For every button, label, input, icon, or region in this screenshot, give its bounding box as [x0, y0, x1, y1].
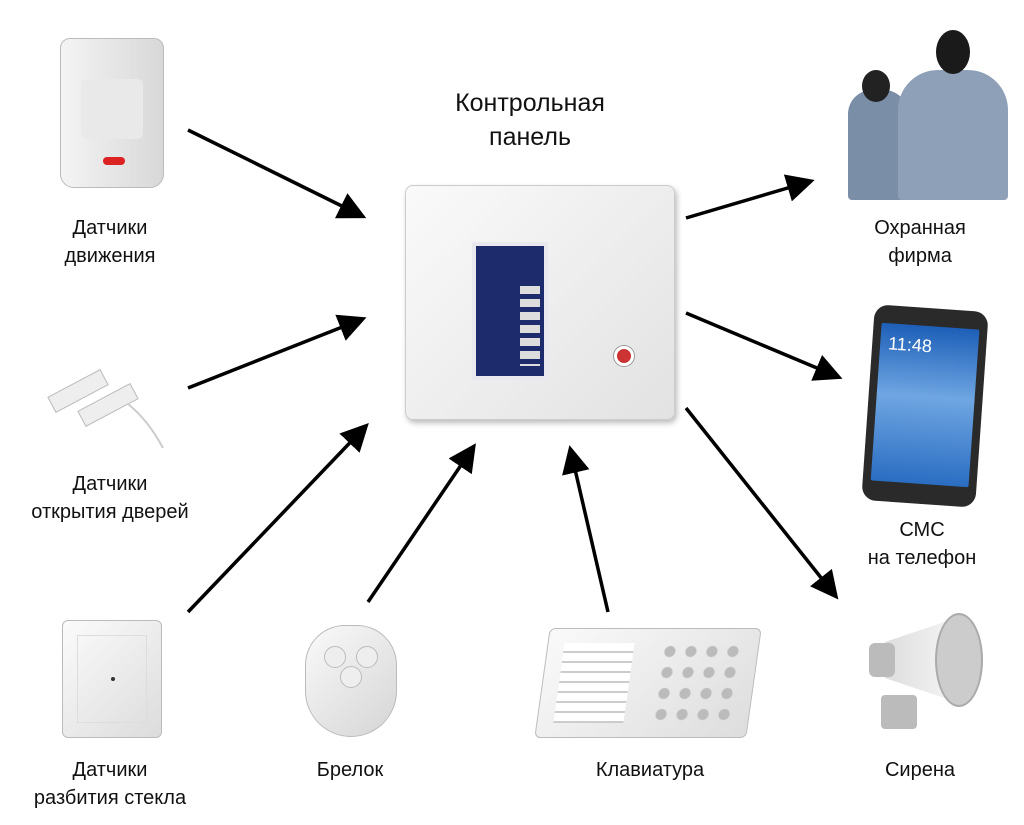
label-sms: СМС на телефон	[802, 516, 1024, 572]
control-panel-title: Контрольная панель	[400, 86, 660, 154]
label-line: фирма	[888, 245, 952, 267]
phone-clock: 11:48	[887, 333, 933, 357]
label-door-sensors: Датчики открытия дверей	[0, 470, 230, 526]
title-line: Контрольная	[455, 89, 605, 117]
label-line: на телефон	[867, 547, 977, 569]
label-keyfob: Брелок	[230, 756, 470, 784]
keyfob-image	[305, 625, 397, 737]
led-icon	[103, 157, 125, 165]
label-line: Датчики	[72, 759, 148, 781]
label-line: Датчики	[72, 217, 148, 239]
arrow-panel-to-security	[685, 174, 815, 220]
label-line: СМС	[899, 519, 945, 541]
label-line: Брелок	[316, 759, 384, 781]
panel-screen	[472, 242, 548, 380]
label-security-company: Охранная фирма	[800, 214, 1024, 270]
label-line: Охранная	[874, 217, 966, 239]
label-line: открытия дверей	[31, 501, 189, 523]
label-glass-break-sensors: Датчики разбития стекла	[0, 756, 230, 812]
door-sensor-image	[47, 360, 168, 450]
arrow-panel-to-phone	[685, 311, 843, 381]
label-motion-sensors: Датчики движения	[0, 214, 230, 270]
label-siren: Сирена	[800, 756, 1024, 784]
arrow-panel-to-siren	[684, 406, 839, 600]
label-line: Датчики	[72, 473, 148, 495]
glass-break-sensor-image	[62, 620, 162, 738]
motion-sensor-image	[60, 38, 164, 188]
label-keypad: Клавиатура	[530, 756, 770, 784]
arrow-glass-to-panel	[186, 422, 369, 614]
label-line: движения	[64, 245, 156, 267]
security-guards-image	[848, 30, 1008, 200]
title-line: панель	[489, 123, 571, 151]
arrow-keypad-to-panel	[562, 445, 610, 613]
arrow-motion-to-panel	[187, 128, 367, 219]
arrow-door-to-panel	[187, 314, 367, 390]
label-line: Сирена	[884, 759, 956, 781]
control-panel-device	[405, 185, 675, 420]
smartphone-image: 11:48	[861, 304, 989, 508]
keypad-image	[534, 628, 762, 738]
label-line: Клавиатура	[595, 759, 705, 781]
arrow-keyfob-to-panel	[366, 443, 476, 603]
label-line: разбития стекла	[33, 787, 187, 809]
siren-image	[855, 605, 990, 735]
panel-logo-icon	[614, 346, 634, 366]
